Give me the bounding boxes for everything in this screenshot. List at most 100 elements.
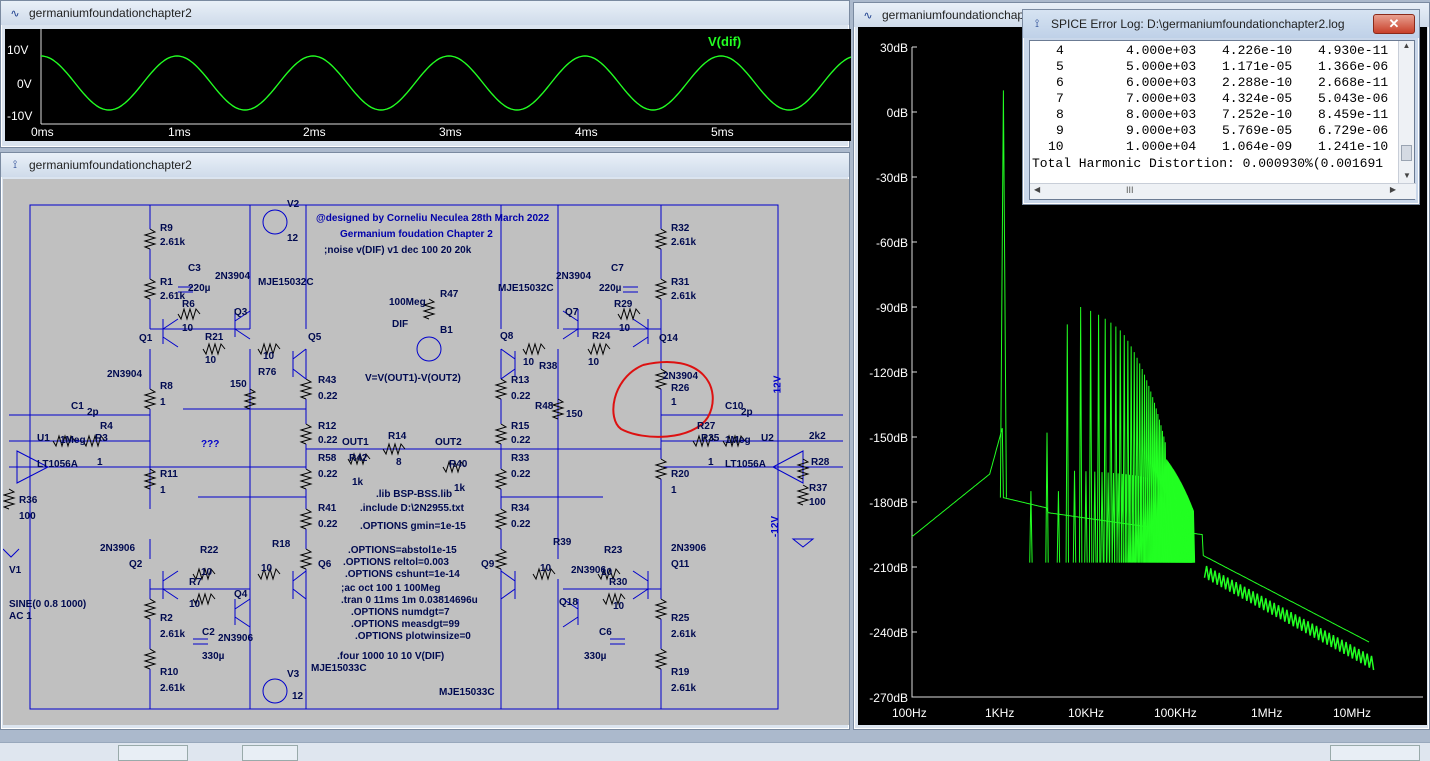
lbl-R30[interactable]: R30 — [609, 577, 628, 588]
lbl-R76[interactable]: R76 — [258, 367, 277, 378]
lbl-Q9[interactable]: Q9 — [481, 559, 495, 570]
lbl-R15[interactable]: R15 — [511, 421, 530, 432]
waveform-titlebar[interactable]: ∿ germaniumfoundationchapter2 — [1, 1, 849, 25]
lbl-Q1[interactable]: Q1 — [139, 333, 153, 344]
lbl-Q6[interactable]: Q6 — [318, 559, 332, 570]
lbl-Q4[interactable]: Q4 — [234, 589, 248, 600]
lbl-R26[interactable]: R26 — [671, 383, 690, 394]
schematic-canvas[interactable]: @designed by Corneliu Neculea 28th March… — [3, 179, 849, 725]
wave-trace-label[interactable]: V(dif) — [708, 34, 742, 49]
lbl-Q2[interactable]: Q2 — [129, 559, 143, 570]
log-scroll-right[interactable]: ▶ — [1389, 185, 1396, 194]
lbl-R25[interactable]: R25 — [671, 613, 690, 624]
lbl-R22[interactable]: R22 — [200, 545, 219, 556]
lbl-C3[interactable]: C3 — [188, 263, 201, 274]
lbl-R13[interactable]: R13 — [511, 375, 530, 386]
fft-harmonic — [1084, 471, 1088, 563]
lbl-U1[interactable]: U1 — [37, 433, 50, 444]
lbl-R4[interactable]: R4 — [100, 421, 113, 432]
log-titlebar[interactable]: ⟟ SPICE Error Log: D:\germaniumfoundatio… — [1023, 10, 1419, 38]
lbl-C2[interactable]: C2 — [202, 627, 215, 638]
lbl-Q18[interactable]: Q18 — [559, 597, 578, 608]
lbl-R19[interactable]: R19 — [671, 667, 690, 678]
lbl-C6[interactable]: C6 — [599, 627, 612, 638]
lbl-Q18m: 2N3906 — [571, 565, 607, 576]
schematic-title: germaniumfoundationchapter2 — [29, 158, 192, 172]
lbl-C10[interactable]: C10 — [725, 401, 744, 412]
lbl-Q11[interactable]: Q11 — [671, 559, 690, 570]
lbl-R40[interactable]: R40 — [449, 459, 468, 470]
lbl-R42[interactable]: R42 — [349, 453, 368, 464]
lbl-R11[interactable]: R11 — [160, 469, 178, 480]
taskbar-item[interactable] — [242, 745, 298, 761]
fft-ytick-m210: -210dB — [869, 561, 908, 575]
lbl-R20[interactable]: R20 — [671, 469, 690, 480]
lbl-Q1m: 2N3904 — [107, 369, 143, 380]
lbl-Q5[interactable]: Q5 — [308, 332, 322, 343]
lbl-R41[interactable]: R41 — [318, 503, 337, 514]
log-scroll-left[interactable]: ◀ — [1034, 185, 1041, 194]
lbl-R7[interactable]: R7 — [189, 577, 202, 588]
resistor-symbol — [3, 488, 16, 510]
lbl-R1[interactable]: R1 — [160, 277, 173, 288]
log-scroll-down[interactable]: ▼ — [1403, 171, 1411, 180]
schematic-titlebar[interactable]: ⟟ germaniumfoundationchapter2 — [1, 153, 849, 177]
lbl-Q8[interactable]: Q8 — [500, 331, 514, 342]
log-scroll-up[interactable]: ▲ — [1402, 41, 1411, 50]
lbl-R14[interactable]: R14 — [388, 431, 407, 442]
lbl-R33[interactable]: R33 — [511, 453, 530, 464]
lbl-R27[interactable]: R27 — [697, 421, 716, 432]
lbl-R28[interactable]: R28 — [811, 457, 830, 468]
log-cell-b: 5.043e-06 — [1318, 91, 1389, 106]
lbl-R2[interactable]: R2 — [160, 613, 173, 624]
resistor-symbol — [243, 388, 257, 410]
waveform-title: germaniumfoundationchapter2 — [29, 6, 192, 20]
lbl-R8[interactable]: R8 — [160, 381, 173, 392]
lbl-R23[interactable]: R23 — [604, 545, 623, 556]
taskbar-item[interactable] — [118, 745, 188, 761]
waveform-svg — [40, 29, 851, 125]
lbl-R12[interactable]: R12 — [318, 421, 337, 432]
taskbar-item[interactable] — [1330, 745, 1420, 761]
log-hscrollbar[interactable]: ◀ III ▶ — [1030, 183, 1416, 199]
lbl-V3[interactable]: V3 — [287, 669, 300, 680]
lbl-R24[interactable]: R24 — [592, 331, 611, 342]
lbl-R6[interactable]: R6 — [182, 299, 195, 310]
lbl-R25v: 2.61k — [671, 629, 697, 640]
lbl-R36[interactable]: R36 — [19, 495, 38, 506]
lbl-C1[interactable]: C1 — [71, 401, 84, 412]
lbl-Q14[interactable]: Q14 — [659, 333, 678, 344]
lbl-B1[interactable]: B1 — [440, 325, 453, 336]
lbl-R58[interactable]: R58 — [318, 453, 337, 464]
log-scroll-thumb[interactable] — [1401, 145, 1412, 161]
lbl-R38[interactable]: R38 — [539, 361, 558, 372]
lbl-R29[interactable]: R29 — [614, 299, 633, 310]
lbl-R43[interactable]: R43 — [318, 375, 337, 386]
lbl-R37[interactable]: R37 — [809, 483, 828, 494]
lbl-R31[interactable]: R31 — [671, 277, 690, 288]
lbl-Q7[interactable]: Q7 — [565, 307, 579, 318]
fft-ytick-m270: -270dB — [869, 691, 908, 705]
lbl-R18[interactable]: R18 — [272, 539, 291, 550]
lbl-Q3[interactable]: Q3 — [234, 307, 248, 318]
lbl-R9[interactable]: R9 — [160, 223, 173, 234]
lbl-V1[interactable]: V1 — [9, 565, 22, 576]
lbl-R35[interactable]: R35 — [701, 433, 720, 444]
lbl-C7[interactable]: C7 — [611, 263, 624, 274]
lbl-R48[interactable]: R48 — [535, 401, 554, 412]
lbl-R47[interactable]: R47 — [440, 289, 459, 300]
lbl-R21[interactable]: R21 — [205, 332, 224, 343]
lbl-R3[interactable]: R3 — [95, 433, 108, 444]
log-hscroll-grip[interactable]: III — [1126, 185, 1134, 195]
lbl-R39[interactable]: R39 — [553, 537, 572, 548]
lbl-R10[interactable]: R10 — [160, 667, 179, 678]
log-vscrollbar[interactable]: ▲ ▼ — [1398, 41, 1414, 185]
log-close-button[interactable]: ✕ — [1373, 14, 1415, 34]
lbl-R32[interactable]: R32 — [671, 223, 690, 234]
lbl-U2[interactable]: U2 — [761, 433, 774, 444]
fft-app-icon: ∿ — [863, 9, 873, 22]
lbl-R34[interactable]: R34 — [511, 503, 530, 514]
lbl-V2[interactable]: V2 — [287, 199, 300, 210]
waveform-plot[interactable]: 10V 0V -10V 0ms 1ms 2ms 3ms 4ms 5ms V(di… — [5, 29, 851, 141]
